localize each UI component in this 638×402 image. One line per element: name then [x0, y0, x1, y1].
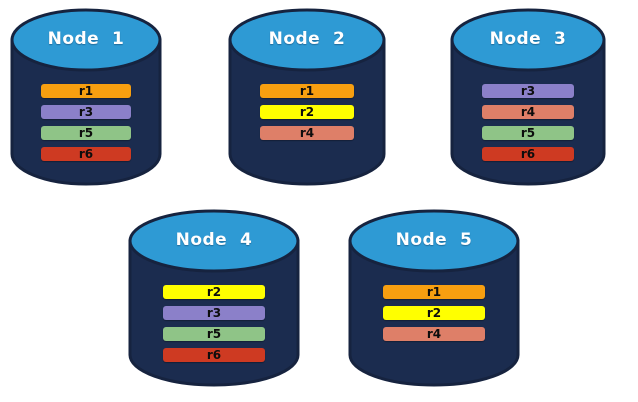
record-label: r5: [78, 126, 94, 140]
record-list: r1 r3 r5 r6: [10, 84, 162, 168]
record-bar-r6[interactable]: r6: [482, 147, 574, 161]
record-list: r3 r4 r5 r6: [450, 84, 606, 168]
record-bar-r1[interactable]: r1: [41, 84, 131, 98]
record-label: r1: [78, 84, 94, 98]
cylinder-top-ellipse: [348, 209, 520, 273]
node-title: Node 3: [489, 29, 567, 49]
record-list: r1 r2 r4: [228, 84, 386, 147]
record-label: r2: [299, 105, 315, 119]
record-bar-r1[interactable]: r1: [383, 285, 485, 299]
record-bar-r6[interactable]: r6: [41, 147, 131, 161]
record-label: r2: [426, 306, 442, 320]
record-label: r1: [299, 84, 315, 98]
record-list: r2 r3 r5 r6: [128, 285, 300, 369]
record-bar-r5[interactable]: r5: [41, 126, 131, 140]
node-cylinder-2[interactable]: Node 2 r1 r2 r4: [228, 8, 386, 186]
record-label: r2: [206, 285, 222, 299]
record-bar-r2[interactable]: r2: [163, 285, 265, 299]
record-label: r6: [78, 147, 94, 161]
node-title: Node 2: [268, 29, 346, 49]
record-bar-r1[interactable]: r1: [260, 84, 354, 98]
record-bar-r3[interactable]: r3: [163, 306, 265, 320]
record-label: r5: [520, 126, 536, 140]
record-bar-r4[interactable]: r4: [260, 126, 354, 140]
record-label: r4: [299, 126, 315, 140]
record-label: r5: [206, 327, 222, 341]
record-label: r4: [426, 327, 442, 341]
record-bar-r3[interactable]: r3: [482, 84, 574, 98]
record-label: r4: [520, 105, 536, 119]
cylinder-top-ellipse: [128, 209, 300, 273]
cylinder-top-ellipse: [10, 8, 162, 72]
record-bar-r5[interactable]: r5: [482, 126, 574, 140]
record-bar-r4[interactable]: r4: [383, 327, 485, 341]
record-label: r3: [520, 84, 536, 98]
cylinder-top-ellipse: [450, 8, 606, 72]
record-bar-r2[interactable]: r2: [260, 105, 354, 119]
record-bar-r2[interactable]: r2: [383, 306, 485, 320]
record-bar-r3[interactable]: r3: [41, 105, 131, 119]
record-list: r1 r2 r4: [348, 285, 520, 348]
record-label: r6: [520, 147, 536, 161]
record-label: r6: [206, 348, 222, 362]
node-title: Node 4: [175, 230, 253, 250]
record-bar-r6[interactable]: r6: [163, 348, 265, 362]
record-bar-r4[interactable]: r4: [482, 105, 574, 119]
node-cylinder-3[interactable]: Node 3 r3 r4 r5 r6: [450, 8, 606, 186]
node-cylinder-5[interactable]: Node 5 r1 r2 r4: [348, 209, 520, 387]
node-title: Node 1: [47, 29, 125, 49]
node-cylinder-1[interactable]: Node 1 r1 r3 r5 r6: [10, 8, 162, 186]
node-cylinder-4[interactable]: Node 4 r2 r3 r5 r6: [128, 209, 300, 387]
record-label: r3: [78, 105, 94, 119]
record-bar-r5[interactable]: r5: [163, 327, 265, 341]
cylinder-top-ellipse: [228, 8, 386, 72]
record-label: r3: [206, 306, 222, 320]
node-title: Node 5: [395, 230, 473, 250]
record-label: r1: [426, 285, 442, 299]
